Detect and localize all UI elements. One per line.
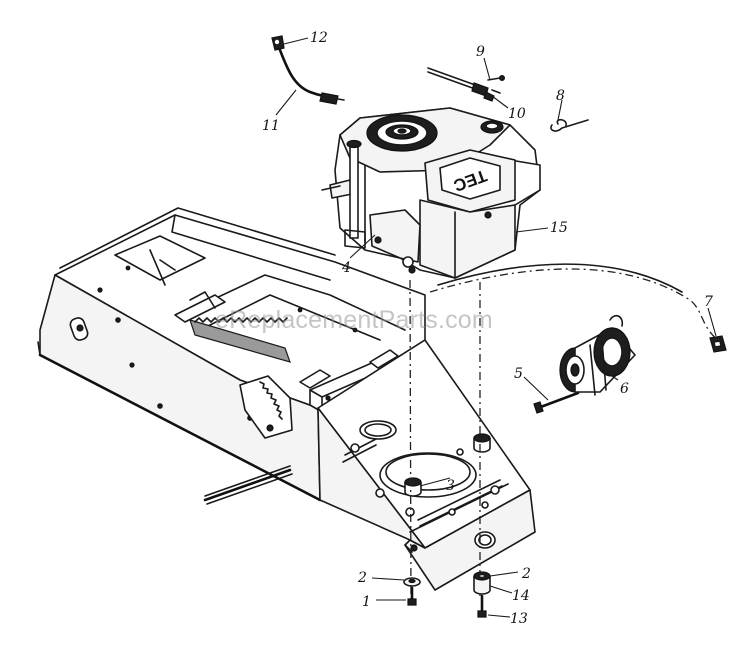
spacer-14 xyxy=(473,576,491,595)
callout-labels: 1 2 2 3 4 5 6 7 8 9 10 11 12 13 14 15 xyxy=(262,30,713,627)
shift-bracket xyxy=(174,294,226,323)
drive-rod xyxy=(203,468,292,502)
engine-base xyxy=(419,199,516,279)
engine-assembly: TEC xyxy=(321,107,541,279)
callout-10: 10 xyxy=(508,106,526,122)
control-cable-9 xyxy=(427,67,479,91)
shift-quadrant xyxy=(239,375,293,439)
small-parts xyxy=(271,35,727,618)
callout-9: 9 xyxy=(476,44,485,60)
alignment-line-wire xyxy=(429,268,726,346)
alternator-6 xyxy=(559,314,636,396)
frame-top-cutout xyxy=(114,235,206,281)
fuel-line-11 xyxy=(276,43,338,100)
engine-label-plate xyxy=(439,157,501,200)
callout-5: 5 xyxy=(514,366,523,382)
callout-leaders xyxy=(275,37,717,618)
callout-13: 13 xyxy=(510,611,528,627)
alignment-line-left xyxy=(409,279,412,606)
bolt-5 xyxy=(536,391,580,410)
callout-6: 6 xyxy=(620,381,629,397)
watermark-text: eReplacementParts.com xyxy=(215,306,493,334)
callout-14: 14 xyxy=(512,588,530,604)
callout-8: 8 xyxy=(556,88,565,104)
spacers xyxy=(404,433,491,497)
callout-4: 4 xyxy=(341,260,351,276)
cable-clip-8 xyxy=(550,119,589,132)
frame-assembly xyxy=(37,207,426,505)
mount-plate-side xyxy=(317,407,426,549)
gear-rack xyxy=(189,319,291,363)
callout-3: 3 xyxy=(446,478,455,494)
callout-7: 7 xyxy=(704,294,713,310)
callout-2a: 2 xyxy=(357,570,367,586)
callout-1: 1 xyxy=(362,594,371,610)
callout-2b: 2 xyxy=(521,566,531,582)
dipstick-tube xyxy=(349,144,359,239)
callout-11: 11 xyxy=(262,118,280,134)
callout-15: 15 xyxy=(550,220,568,236)
callout-12: 12 xyxy=(310,30,328,46)
engine-mount-plate xyxy=(317,339,536,591)
